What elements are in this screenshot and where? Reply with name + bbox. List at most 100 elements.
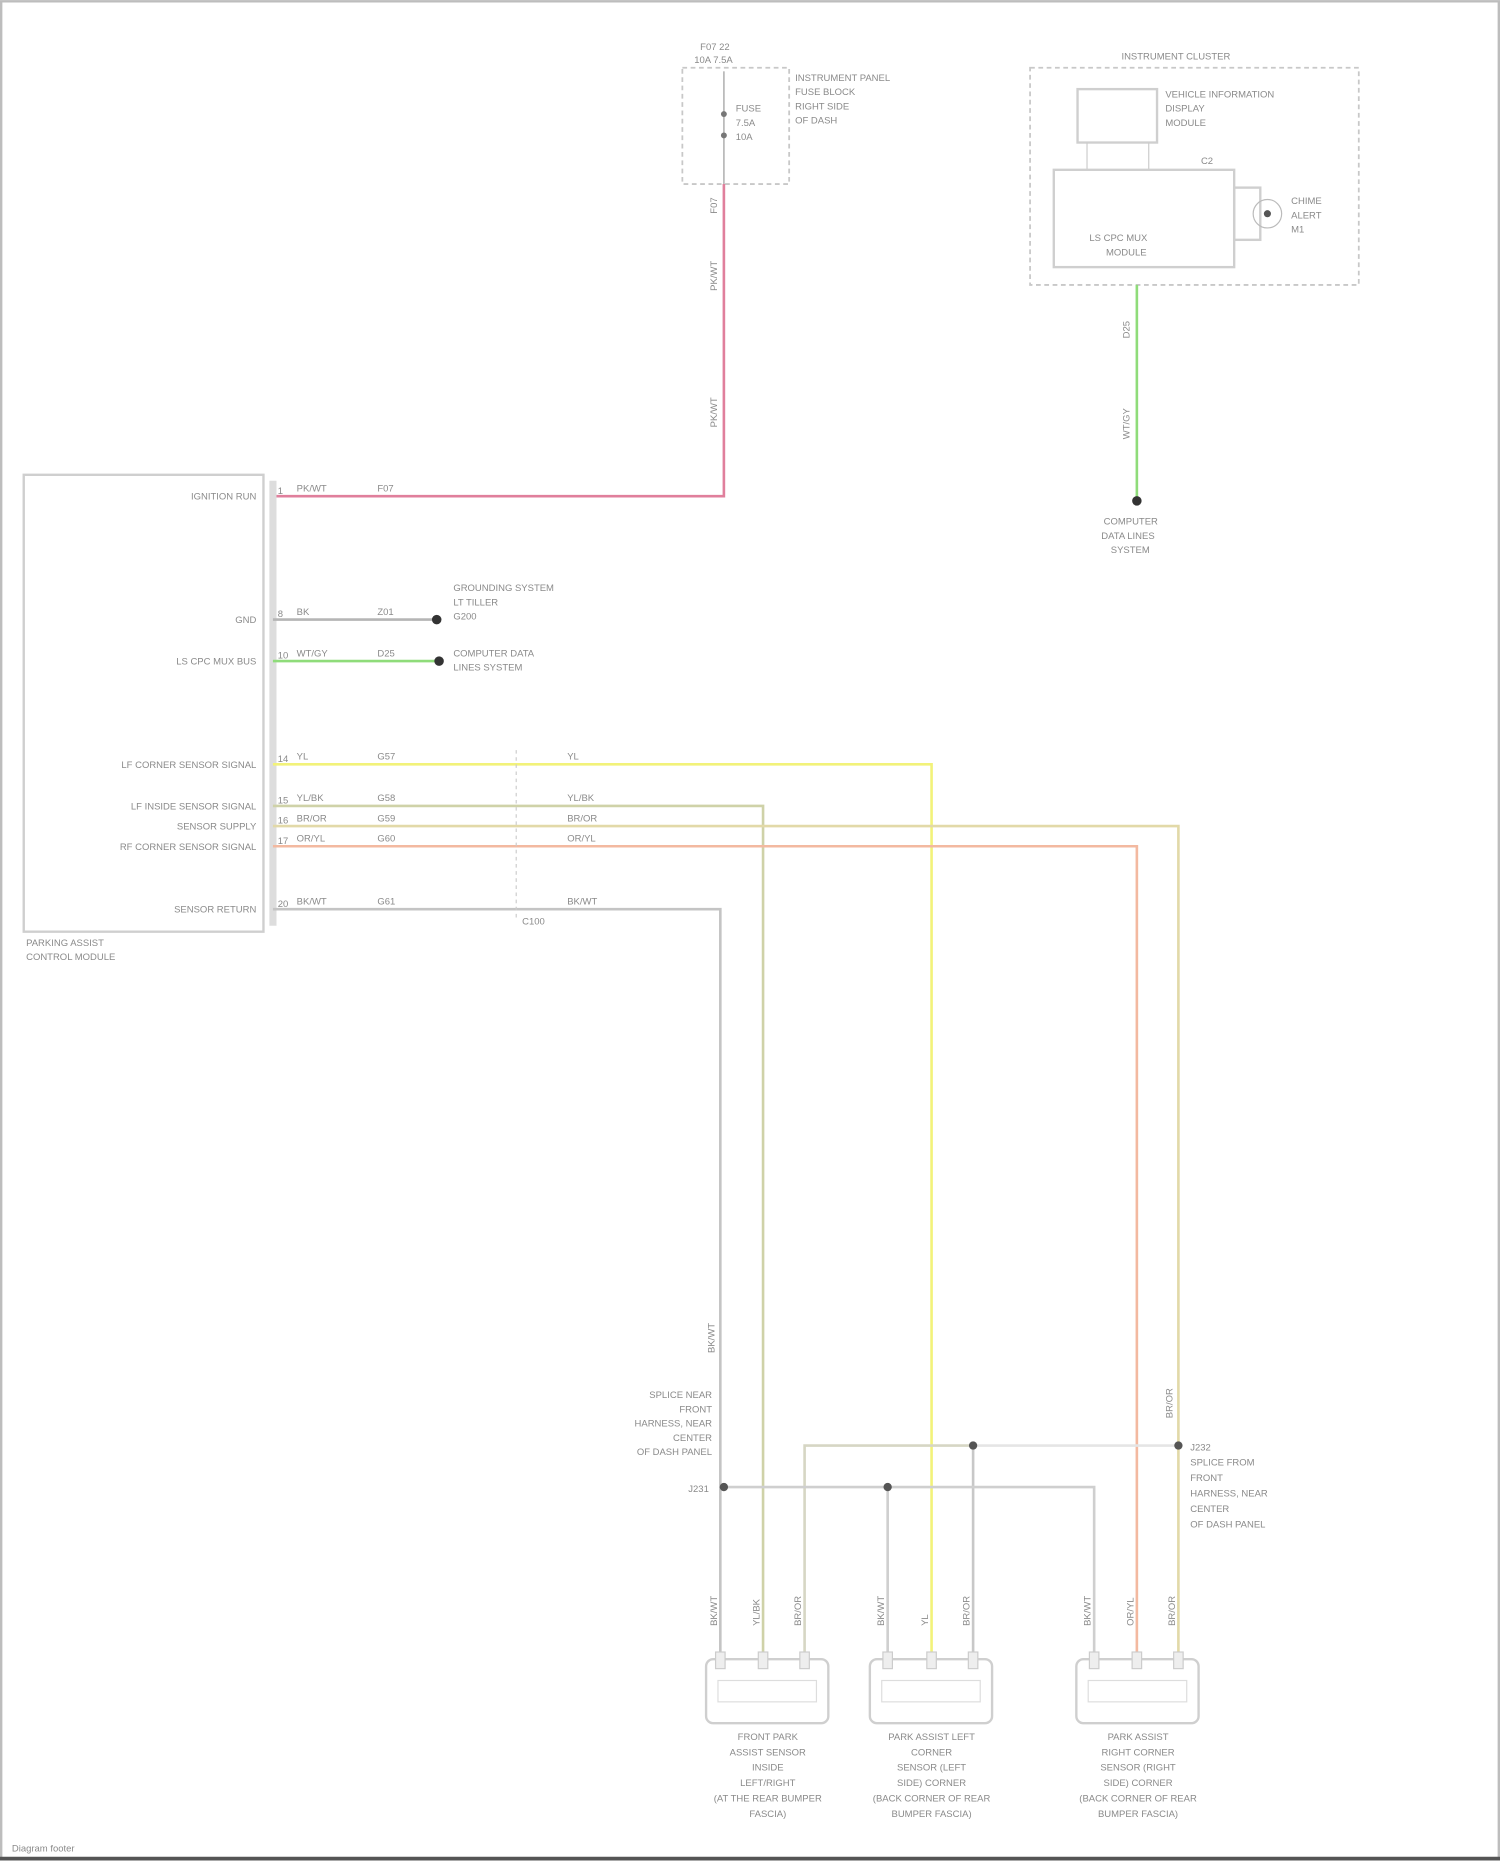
supply-vertical-label: BR/OR xyxy=(1164,1388,1175,1418)
inline-circuit: YL/BK xyxy=(567,793,595,804)
cluster-dest-3: SYSTEM xyxy=(1111,545,1150,556)
sensor-pin xyxy=(758,1652,767,1669)
inline-circuit: YL xyxy=(567,752,579,763)
fuse-title-1: F07 22 xyxy=(700,42,730,53)
display-label-3: MODULE xyxy=(1165,118,1206,129)
sensor-pin-circuit: BK/WT xyxy=(876,1596,887,1626)
sensor-name: CORNER xyxy=(911,1747,952,1758)
pin-code: D25 xyxy=(377,648,394,659)
display-label-2: DISPLAY xyxy=(1165,104,1205,115)
right-splice-text: OF DASH PANEL xyxy=(1190,1519,1265,1530)
cluster-module-label-1: LS CPC MUX xyxy=(1089,233,1148,244)
pin-code: G61 xyxy=(377,896,395,907)
module-name-1: PARKING ASSIST xyxy=(26,938,104,949)
bus-dot xyxy=(434,656,443,665)
sensor-pin xyxy=(927,1652,936,1669)
sensor-name: FRONT PARK xyxy=(738,1732,799,1743)
pin-circuit: OR/YL xyxy=(297,833,325,844)
ground-dot xyxy=(432,615,441,624)
buzzer-label-1: CHIME xyxy=(1291,196,1322,207)
sensor-pin xyxy=(716,1652,725,1669)
sensor-body xyxy=(1088,1681,1186,1702)
pin-circuit: BK/WT xyxy=(297,896,327,907)
cluster-splice-label: C2 xyxy=(1201,156,1213,167)
sensor-pin xyxy=(1132,1652,1141,1669)
right-splice-text: J232 xyxy=(1190,1442,1211,1453)
ignition-wire-label-3: PK/WT xyxy=(709,397,720,427)
pin-circuit: BR/OR xyxy=(297,813,327,824)
buzzer-center-icon xyxy=(1264,210,1271,217)
ground-dest-1: GROUNDING SYSTEM xyxy=(453,583,554,594)
pin-circuit: PK/WT xyxy=(297,483,327,494)
fuse-block-label-4: OF DASH xyxy=(795,116,837,127)
sensor-name: SENSOR (RIGHT xyxy=(1100,1763,1176,1774)
pin-label: LS CPC MUX BUS xyxy=(176,657,256,668)
ground-dest-3: G200 xyxy=(453,612,476,623)
sensor-pin-circuit: BR/OR xyxy=(1167,1596,1178,1626)
fuse-title-2: 10A 7.5A xyxy=(694,55,733,66)
sensor-name: BUMPER FASCIA) xyxy=(892,1809,972,1820)
sensor-name: ASSIST SENSOR xyxy=(730,1747,806,1758)
left-splice-text: HARNESS, NEAR xyxy=(635,1419,713,1430)
left-splice-text: SPLICE NEAR xyxy=(649,1390,712,1401)
sensor-body xyxy=(882,1681,980,1702)
ignition-wire-label-1: F07 xyxy=(709,197,720,213)
sensor-name: PARK ASSIST xyxy=(1108,1732,1169,1743)
right-splice-text: CENTER xyxy=(1190,1504,1229,1515)
sensor-body xyxy=(718,1681,816,1702)
sensor-pin-circuit: BR/OR xyxy=(962,1596,973,1626)
inline-circuit: BK/WT xyxy=(567,896,597,907)
sensor-name: SENSOR (LEFT xyxy=(897,1763,966,1774)
pin-code: G59 xyxy=(377,813,395,824)
sensor-pin xyxy=(1089,1652,1098,1669)
cluster-module-label-2: MODULE xyxy=(1106,247,1147,258)
return-vertical-label: BK/WT xyxy=(706,1323,717,1353)
fuse-icon xyxy=(721,132,727,138)
left-splice-text: FRONT xyxy=(679,1404,712,1415)
sensor-pin-circuit: BR/OR xyxy=(793,1596,804,1626)
pin-label: SENSOR RETURN xyxy=(174,905,256,916)
sensor-pin xyxy=(968,1652,977,1669)
pin-label: GND xyxy=(235,615,256,626)
pin-circuit: YL/BK xyxy=(297,793,325,804)
pin-label: RF CORNER SENSOR SIGNAL xyxy=(120,842,257,853)
fuse-label-3: 10A xyxy=(736,132,754,143)
display-label-1: VEHICLE INFORMATION xyxy=(1165,89,1274,100)
cluster-wire-label-2: WT/GY xyxy=(1122,407,1133,439)
fuse-block-label-1: INSTRUMENT PANEL xyxy=(795,73,890,84)
left-splice-text: OF DASH PANEL xyxy=(637,1447,712,1458)
sensor-pin xyxy=(800,1652,809,1669)
sensor-pin-circuit: BK/WT xyxy=(1083,1596,1094,1626)
pin-code: G58 xyxy=(377,793,395,804)
ignition-wire-label-2: PK/WT xyxy=(709,261,720,291)
right-splice-text: HARNESS, NEAR xyxy=(1190,1489,1268,1500)
inline-connector-label: C100 xyxy=(522,917,545,928)
pin-code: G60 xyxy=(377,833,395,844)
sensor-name: FASCIA) xyxy=(749,1809,786,1820)
pin-label: LF CORNER SENSOR SIGNAL xyxy=(121,760,256,771)
left-splice-label: J231 xyxy=(688,1484,709,1495)
sensor-name: (BACK CORNER OF REAR xyxy=(873,1794,991,1805)
pin-code: Z01 xyxy=(377,607,393,618)
sensor-pin-circuit: BK/WT xyxy=(709,1596,720,1626)
cluster-dest-1: COMPUTER xyxy=(1104,517,1158,528)
bus-dest-1: COMPUTER DATA xyxy=(453,648,534,659)
buzzer-label-2: ALERT xyxy=(1291,210,1322,221)
right-splice-text: FRONT xyxy=(1190,1473,1223,1484)
fuse-label-2: 7.5A xyxy=(736,118,756,129)
sensor-name: SIDE) CORNER xyxy=(897,1778,966,1789)
buzzer-label-3: M1 xyxy=(1291,225,1304,236)
sensor-name: (AT THE REAR BUMPER xyxy=(714,1794,822,1805)
right-splice-text: SPLICE FROM xyxy=(1190,1458,1254,1469)
inline-circuit: BR/OR xyxy=(567,813,597,824)
pin-code: F07 xyxy=(377,483,393,494)
pin-circuit: YL xyxy=(297,752,309,763)
ground-dest-2: LT TILLER xyxy=(453,597,498,608)
pin-label: IGNITION RUN xyxy=(191,492,256,503)
cluster-wire-label-1: D25 xyxy=(1122,321,1133,338)
pin-code: G57 xyxy=(377,752,395,763)
pin-circuit: WT/GY xyxy=(297,648,329,659)
fuse-block-label-2: FUSE BLOCK xyxy=(795,87,856,98)
